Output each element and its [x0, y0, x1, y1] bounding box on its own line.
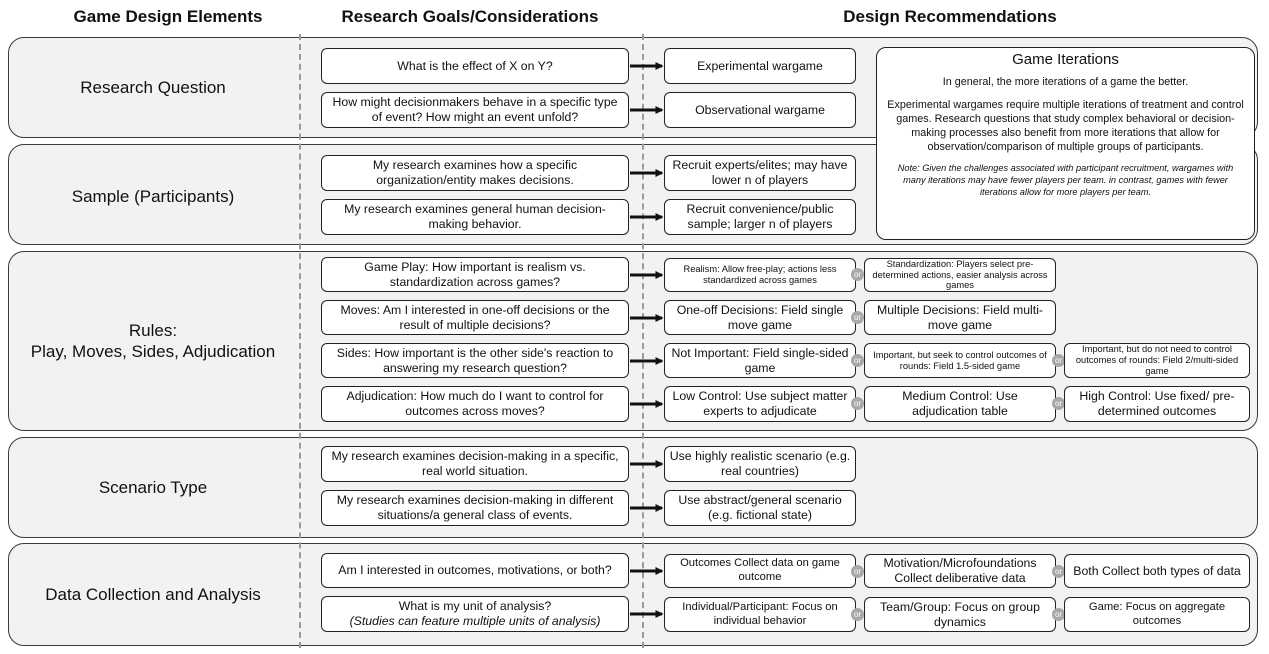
sample-recruit-convenience: Recruit convenience/public sample; large… — [664, 199, 856, 235]
or-badge: or — [851, 397, 864, 410]
or-badge: or — [851, 311, 864, 324]
rules-question-game-play: Game Play: How important is realism vs. … — [321, 257, 629, 292]
data-team-group: Team/Group: Focus on group dynamics — [864, 597, 1056, 632]
or-badge: or — [851, 268, 864, 281]
data-game: Game: Focus on aggregate outcomes — [1064, 597, 1250, 632]
rules-question-moves: Moves: Am I interested in one-off decisi… — [321, 300, 629, 335]
or-badge: or — [1052, 397, 1065, 410]
scenario-realistic: Use highly realistic scenario (e.g. real… — [664, 446, 856, 482]
rules-multi-sided: Important, but do not need to control ou… — [1064, 343, 1250, 378]
data-individual: Individual/Participant: Focus on individ… — [664, 597, 856, 632]
panel-scenario — [8, 437, 1258, 538]
data-outcomes: Outcomes Collect data on game outcome — [664, 554, 856, 588]
rq-observational-wargame: Observational wargame — [664, 92, 856, 128]
label-rules-line1: Rules: — [128, 320, 178, 340]
rules-one-point-five-sided: Important, but seek to control outcomes … — [864, 343, 1056, 378]
rules-low-control: Low Control: Use subject matter experts … — [664, 386, 856, 422]
game-iterations-box: Game Iterations In general, the more ite… — [876, 47, 1255, 240]
iterations-paragraph-1: In general, the more iterations of a gam… — [942, 76, 1189, 88]
rules-realism: Realism: Allow free-play; actions less s… — [664, 258, 856, 292]
or-badge: or — [851, 354, 864, 367]
label-rules: Rules: Play, Moves, Sides, Adjudication — [8, 251, 298, 431]
header-game-design-elements: Game Design Elements — [73, 7, 263, 26]
iterations-note: Note: Given the challenges associated wi… — [897, 163, 1234, 197]
data-question-unit-main: What is my unit of analysis? — [398, 599, 552, 613]
label-research-question: Research Question — [80, 77, 226, 97]
sample-question-general: My research examines general human decis… — [321, 199, 629, 235]
divider-right — [642, 34, 644, 648]
rules-question-sides: Sides: How important is the other side's… — [321, 343, 629, 378]
label-data-collection: Data Collection and Analysis — [45, 584, 261, 604]
header-research-goals: Research Goals/Considerations — [341, 7, 599, 26]
rules-question-adjudication: Adjudication: How much do I want to cont… — [321, 386, 629, 422]
rules-one-off-decisions: One-off Decisions: Field single move gam… — [664, 300, 856, 335]
sample-question-specific-org: My research examines how a specific orga… — [321, 155, 629, 191]
rules-medium-control: Medium Control: Use adjudication table — [864, 386, 1056, 422]
iterations-paragraph-2: Experimental wargames require multiple i… — [887, 99, 1244, 154]
data-question-unit-italic: (Studies can feature multiple units of a… — [349, 614, 601, 628]
rq-question-behavior: How might decisionmakers behave in a spe… — [321, 92, 629, 128]
label-scenario: Scenario Type — [98, 477, 208, 497]
rules-high-control: High Control: Use fixed/ pre-determined … — [1064, 386, 1250, 422]
scenario-question-real-world: My research examines decision-making in … — [321, 446, 629, 482]
label-rules-line2: Play, Moves, Sides, Adjudication — [30, 342, 276, 361]
data-question-unit: What is my unit of analysis? (Studies ca… — [321, 596, 629, 632]
rq-question-effect: What is the effect of X on Y? — [321, 48, 629, 84]
divider-left — [299, 34, 301, 648]
rules-standardization: Standardization: Players select pre-dete… — [864, 258, 1056, 292]
rq-experimental-wargame: Experimental wargame — [664, 48, 856, 84]
scenario-abstract: Use abstract/general scenario (e.g. fict… — [664, 490, 856, 526]
or-badge: or — [1052, 608, 1065, 621]
or-badge: or — [1052, 354, 1065, 367]
scenario-question-general: My research examines decision-making in … — [321, 490, 629, 526]
or-badge: or — [851, 565, 864, 578]
or-badge: or — [851, 608, 864, 621]
or-badge: or — [1052, 565, 1065, 578]
data-motivation: Motivation/Microfoundations Collect deli… — [864, 554, 1056, 588]
rules-multiple-decisions: Multiple Decisions: Field multi-move gam… — [864, 300, 1056, 335]
header-design-recommendations: Design Recommendations — [843, 7, 1057, 26]
iterations-title: Game Iterations — [1012, 51, 1119, 68]
rules-not-important: Not Important: Field single-sided game — [664, 343, 856, 378]
data-question-outcomes: Am I interested in outcomes, motivations… — [321, 553, 629, 588]
sample-recruit-experts: Recruit experts/elites; may have lower n… — [664, 155, 856, 191]
label-sample: Sample (Participants) — [71, 186, 235, 206]
data-both: Both Collect both types of data — [1064, 554, 1250, 588]
